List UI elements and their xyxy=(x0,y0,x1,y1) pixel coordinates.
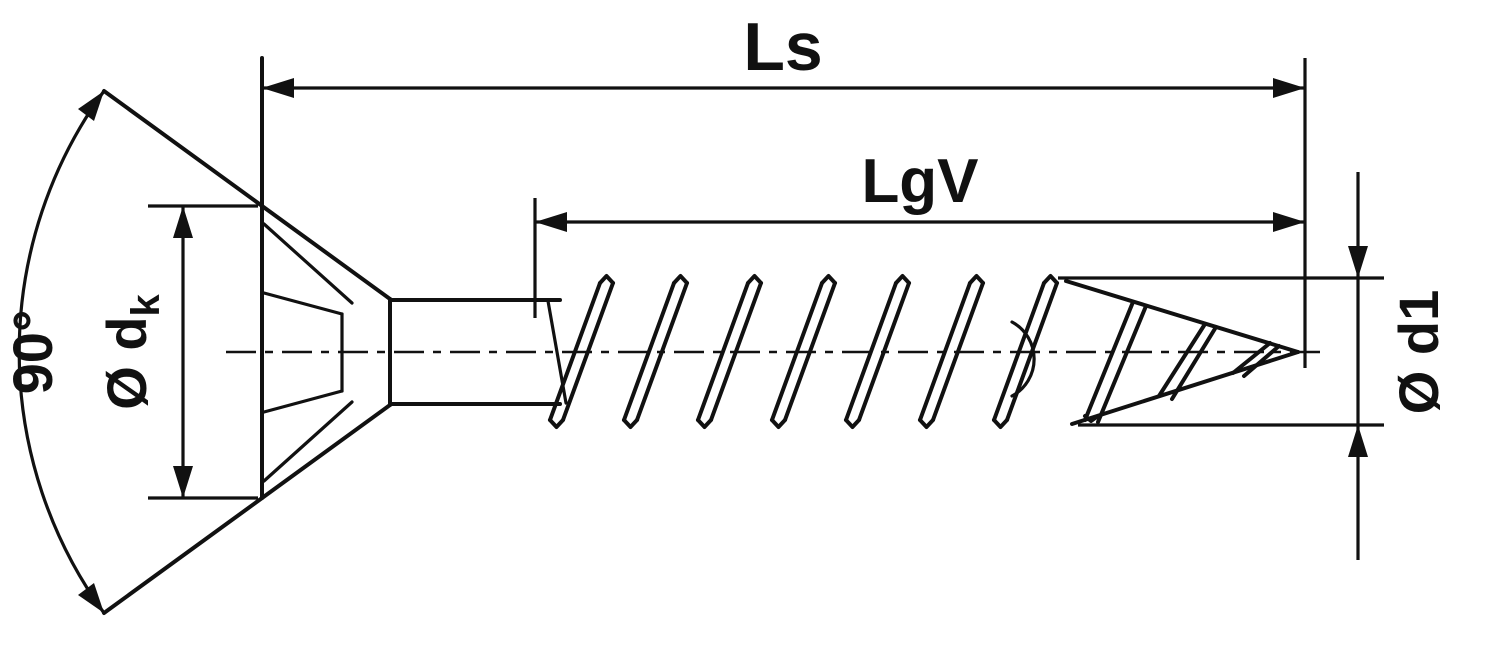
thread-crest xyxy=(746,274,763,285)
thread-crest xyxy=(622,418,639,429)
screw-tip xyxy=(1010,279,1300,426)
thread-flank-line xyxy=(1083,300,1135,422)
head-inner-bottom-diagonal xyxy=(262,400,354,483)
head-inner-top-diagonal xyxy=(262,222,354,305)
arrowhead-bottom xyxy=(1348,425,1368,457)
thread-flank-line xyxy=(1170,325,1218,401)
thread-flank-line xyxy=(622,281,676,422)
thread-crest xyxy=(696,418,713,429)
arrowhead-right xyxy=(1273,212,1305,232)
thread-flank-line xyxy=(918,281,972,422)
arrowhead-bottom xyxy=(78,583,104,613)
thread-crest xyxy=(672,274,689,285)
dimension-outer-diameter: Ø d1 xyxy=(1058,172,1450,560)
thread-flank-line xyxy=(992,281,1046,422)
arrowhead-top xyxy=(1348,246,1368,278)
dimension-thread-length: LgV xyxy=(533,147,1305,318)
arrowhead-bottom xyxy=(173,466,193,498)
thread-flank-line xyxy=(1242,344,1281,378)
head-diameter-label-subscript: k xyxy=(124,293,168,316)
thread-flank-line xyxy=(561,281,615,422)
thread-flank-line xyxy=(844,281,898,422)
screw-thread xyxy=(548,274,1059,429)
arrowhead-left xyxy=(262,78,294,98)
thread-crest xyxy=(820,274,837,285)
thread-crest xyxy=(992,418,1009,429)
thread-crest xyxy=(598,274,615,285)
thread-flank-line xyxy=(1157,322,1207,398)
thread-flank-line xyxy=(696,281,750,422)
thread-flank-line xyxy=(709,281,763,422)
arrowhead-left xyxy=(535,212,567,232)
thread-length-label: LgV xyxy=(861,147,978,216)
arrowhead-top xyxy=(173,206,193,238)
arrowhead-right xyxy=(1273,78,1305,98)
outer-diameter-label: Ø d1 xyxy=(1387,290,1450,414)
thread-flank-line xyxy=(1231,341,1272,375)
dimension-head-diameter: Ø dk xyxy=(95,204,258,500)
thread-crest xyxy=(548,418,565,429)
thread-flank-line xyxy=(783,281,837,422)
arrowhead-top xyxy=(78,91,104,121)
drive-recess-bottom-line xyxy=(262,389,344,414)
head-diameter-label-main: Ø d xyxy=(95,316,158,409)
thread-flank-line xyxy=(548,281,602,422)
thread-crest xyxy=(968,274,985,285)
thread-crest xyxy=(1042,274,1059,285)
tip-envelope-bottom-line xyxy=(1070,350,1300,426)
head-cone-bottom-line xyxy=(102,403,392,615)
tip-envelope-top-line xyxy=(1064,279,1300,354)
thread-crest xyxy=(844,418,861,429)
head-angle-label: 90° xyxy=(1,310,64,395)
thread-crest xyxy=(918,418,935,429)
thread-crest xyxy=(894,274,911,285)
dimension-total-length: Ls xyxy=(262,9,1307,368)
dimension-head-angle: 90° xyxy=(1,90,106,614)
total-length-label: Ls xyxy=(743,9,822,85)
thread-flank-line xyxy=(770,281,824,422)
thread-crest xyxy=(770,418,787,429)
thread-flank-line xyxy=(1096,304,1148,424)
thread-flank-line xyxy=(857,281,911,422)
thread-crest xyxy=(1083,414,1100,423)
tip-cut-feature-arc xyxy=(1010,320,1036,398)
head-cone-top-line xyxy=(102,89,392,301)
thread-flank-line xyxy=(635,281,689,422)
screw-head xyxy=(102,56,392,615)
thread-flank-line xyxy=(931,281,985,422)
drive-recess-top-line xyxy=(262,291,344,316)
head-diameter-label: Ø dk xyxy=(95,293,168,409)
angle-arc xyxy=(17,90,106,614)
